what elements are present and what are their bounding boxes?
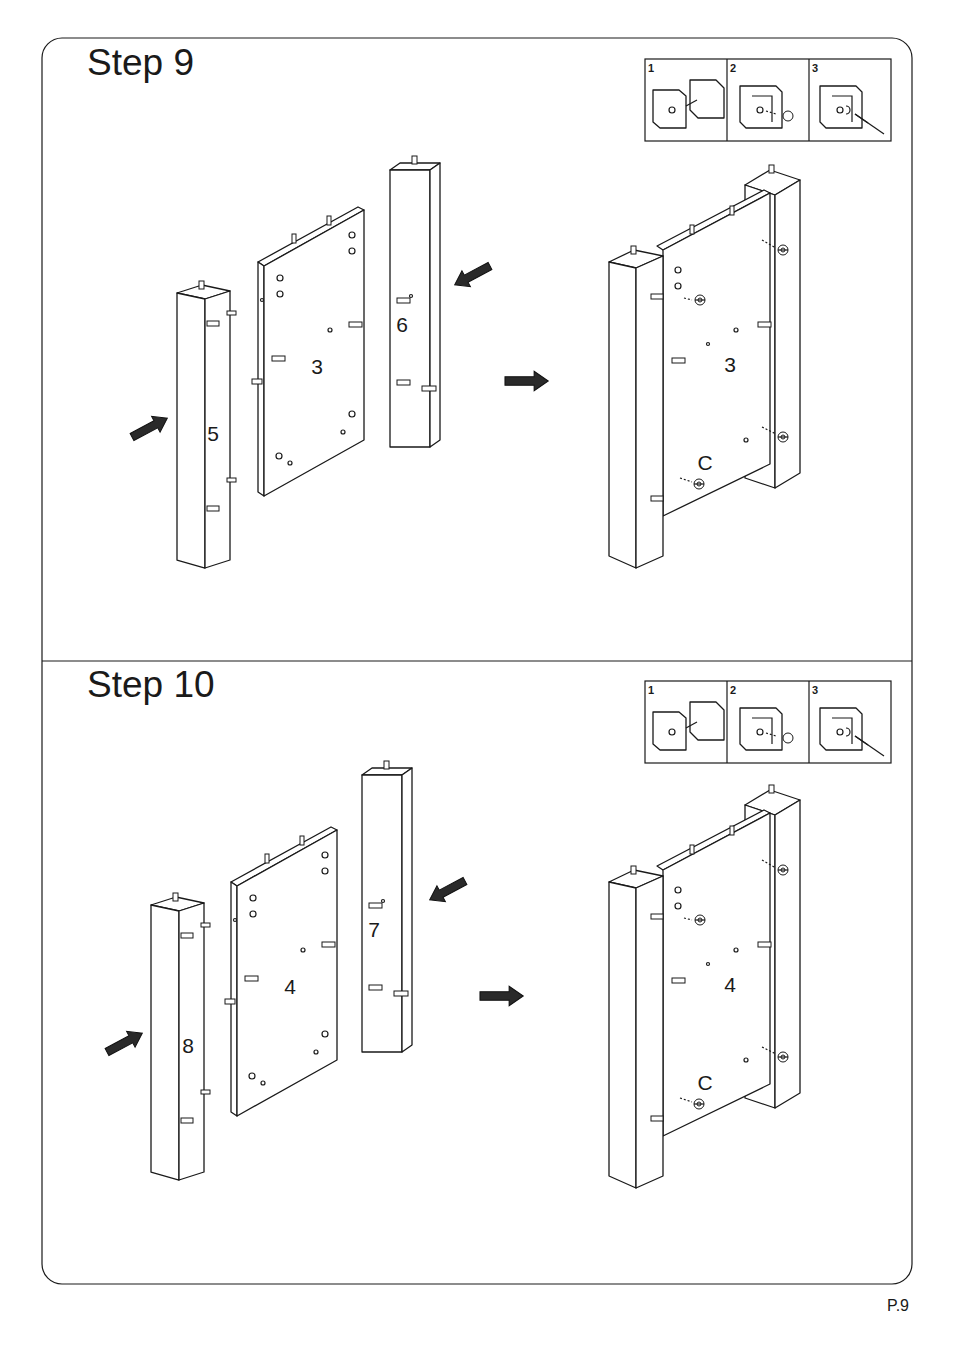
part-number: 3	[311, 356, 323, 377]
step-title: Step 10	[87, 666, 215, 703]
part-number: 4	[724, 974, 736, 995]
sub-step-number: 1	[648, 685, 654, 696]
side-panel	[225, 827, 337, 1116]
fitting-guide	[645, 681, 891, 763]
hardware-letter: C	[697, 452, 712, 473]
direction-arrows	[128, 258, 548, 445]
part-number: 8	[182, 1035, 194, 1056]
part-number: 5	[207, 423, 219, 444]
page-number: P.9	[887, 1298, 909, 1314]
step-10-illustration	[103, 681, 891, 1188]
step-title: Step 9	[87, 44, 194, 81]
sub-step-number: 2	[730, 63, 736, 74]
leg-post	[177, 281, 236, 568]
leg-post	[151, 893, 210, 1180]
hardware-letter: C	[697, 1072, 712, 1093]
sub-step-number: 3	[812, 685, 818, 696]
assembled-frame	[609, 785, 800, 1188]
direction-arrows	[103, 873, 523, 1060]
part-number: 3	[724, 354, 736, 375]
part-number: 6	[396, 314, 408, 335]
side-panel	[252, 207, 364, 496]
page-frame	[42, 38, 912, 1284]
sub-step-number: 2	[730, 685, 736, 696]
leg-post	[362, 761, 412, 1052]
fitting-guide	[645, 59, 891, 141]
step-divider	[42, 660, 912, 661]
leg-post	[390, 156, 440, 447]
sub-step-number: 1	[648, 63, 654, 74]
step-9-illustration	[128, 59, 891, 568]
part-number: 7	[368, 919, 380, 940]
sub-step-number: 3	[812, 63, 818, 74]
assembled-frame	[609, 165, 800, 568]
part-number: 4	[284, 976, 296, 997]
